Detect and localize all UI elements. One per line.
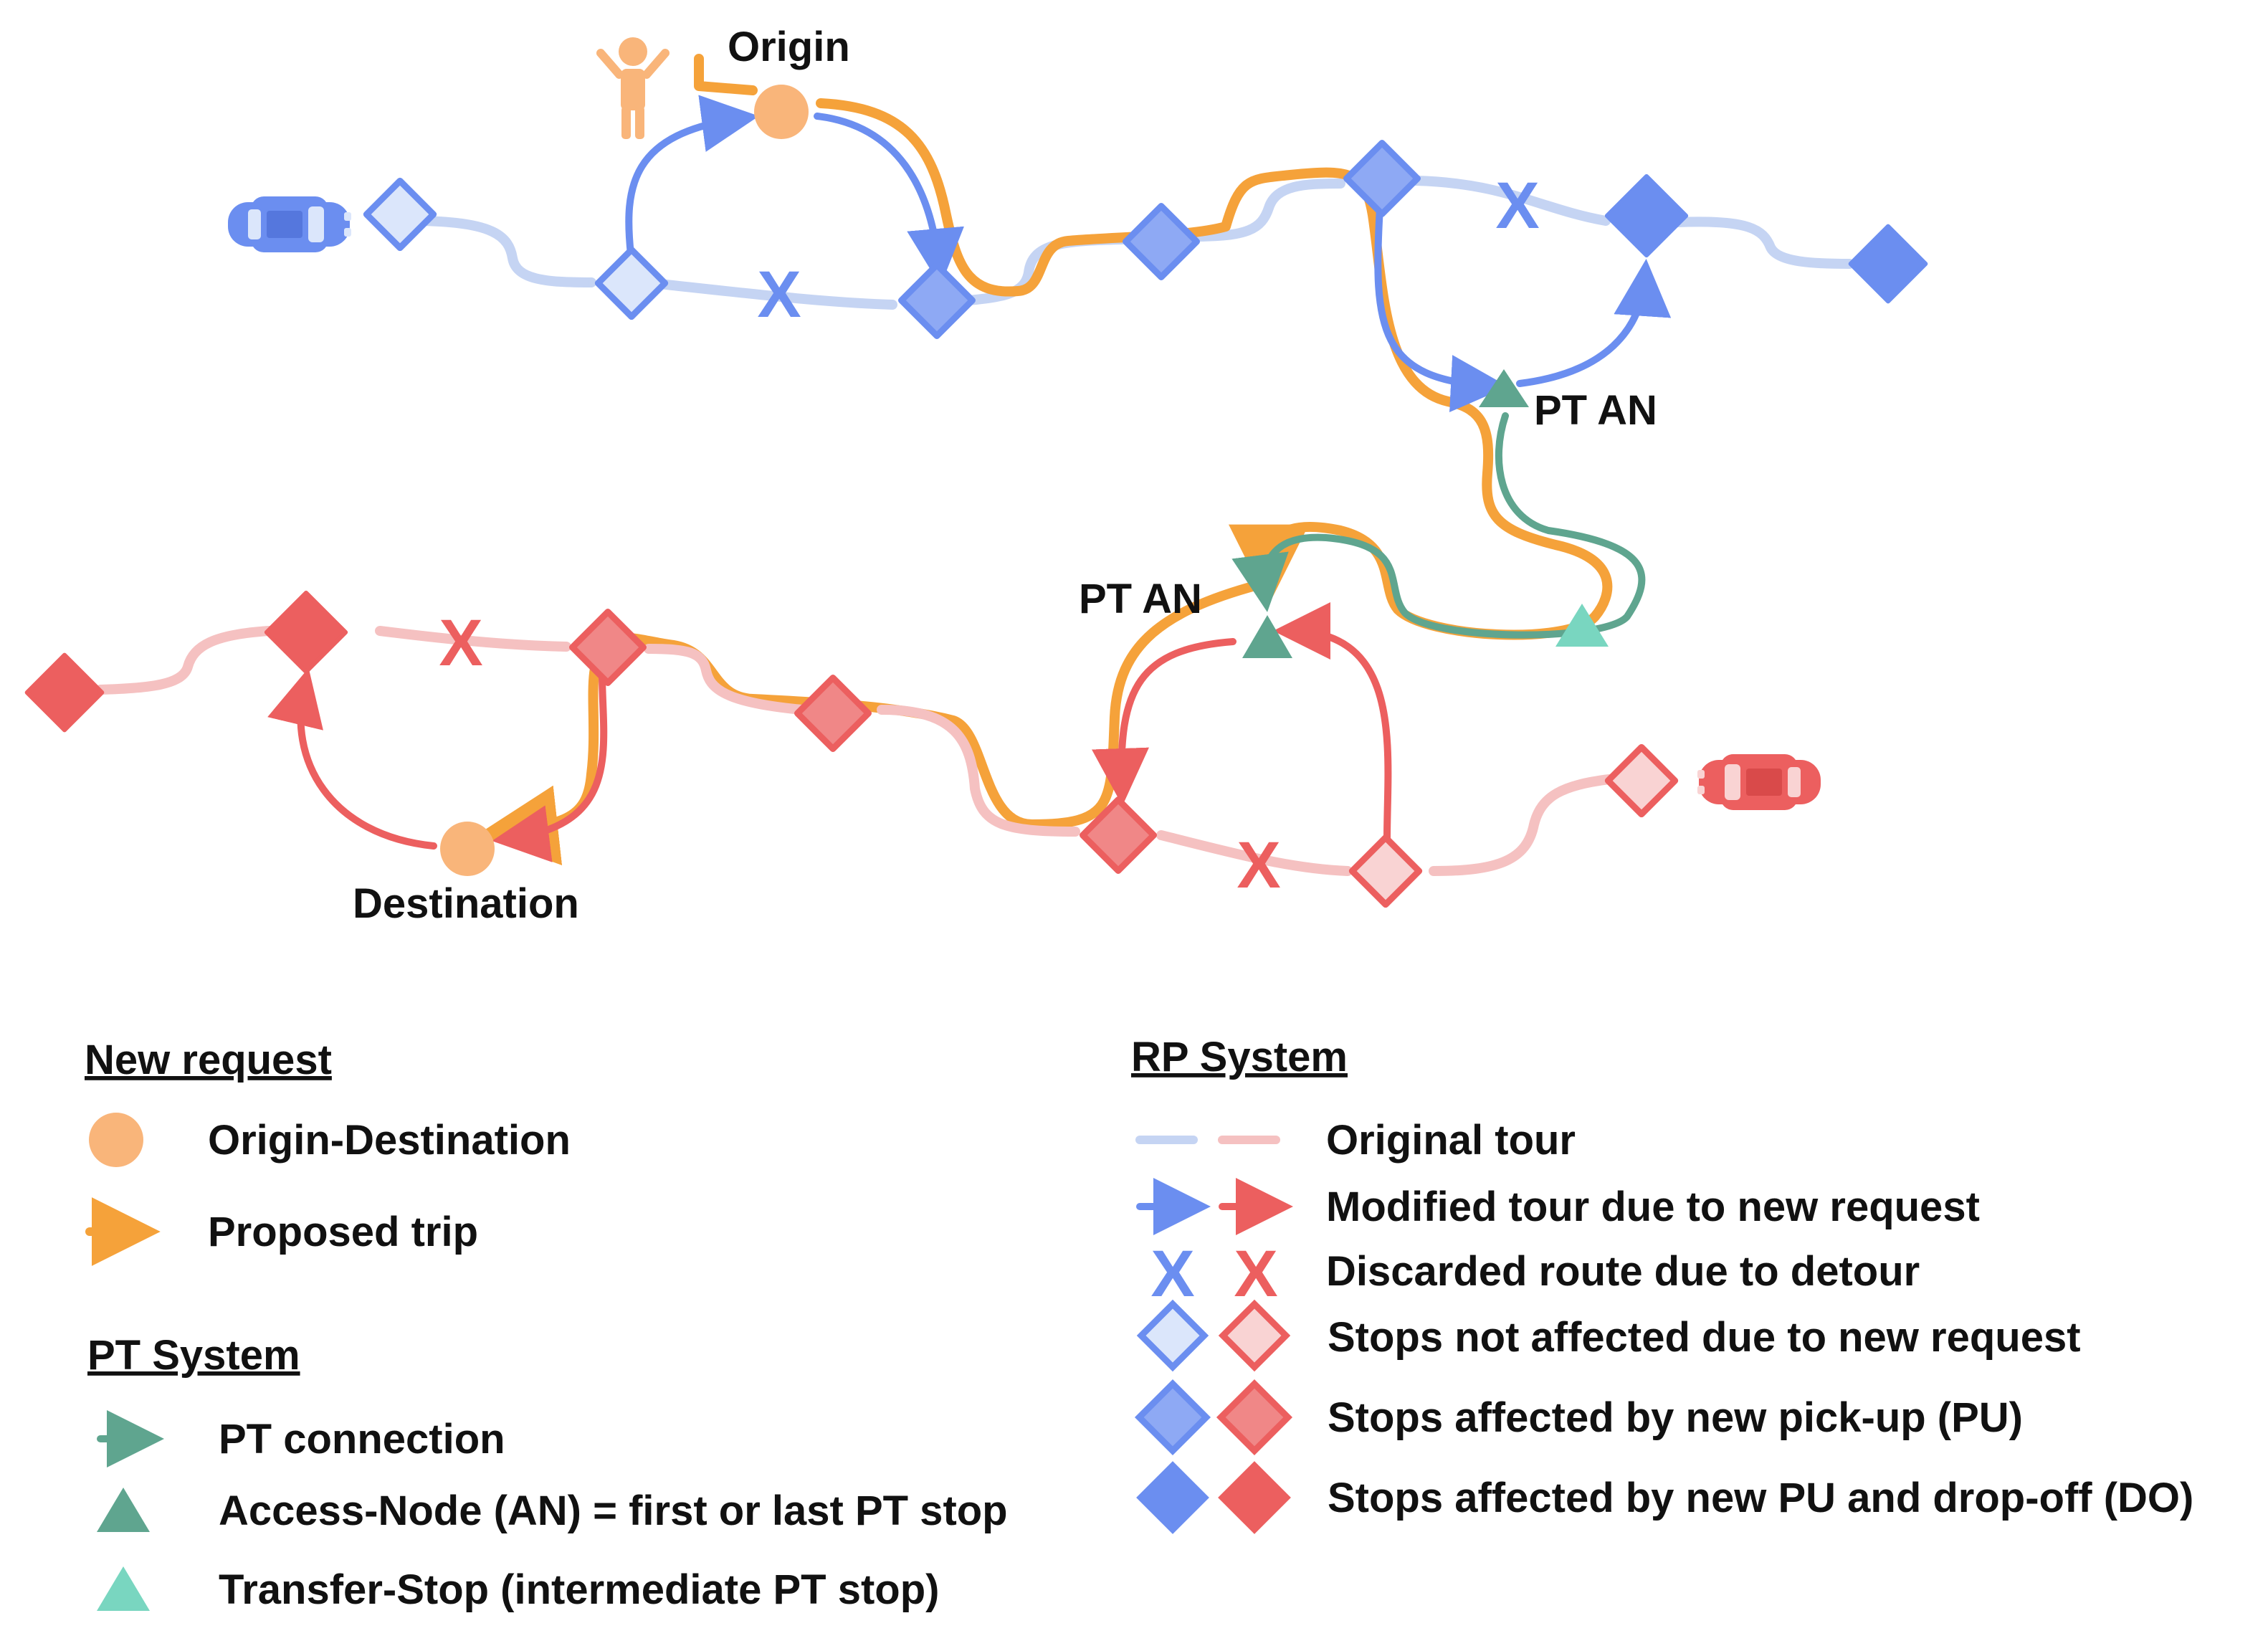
discard-mark-red: X <box>439 606 482 680</box>
proposed-trip <box>477 54 1613 865</box>
pt-an-label-top: PT AN <box>1534 387 1657 434</box>
stop-not-affected <box>363 177 437 252</box>
origin-node <box>754 85 809 139</box>
blue-modified-segment <box>814 113 964 286</box>
legend-stop-affected-pu-red <box>1216 1379 1293 1456</box>
legend-discard-mark-blue: X <box>1150 1237 1194 1310</box>
red-stops <box>24 590 1679 908</box>
legend-heading-pt-system: PT System <box>87 1332 300 1379</box>
stop-not-affected <box>1604 743 1679 818</box>
red-original-segment <box>877 705 1080 837</box>
red-original-segment <box>375 626 571 652</box>
legend-stop-affected-pu-do-red <box>1218 1461 1291 1534</box>
discard-mark-blue: X <box>757 258 801 331</box>
blue-original-tour <box>407 176 1854 310</box>
access-node-top <box>1479 369 1529 407</box>
legend-stop-affected-pu-do-label: Stops affected by new PU and drop-off (D… <box>1328 1475 2193 1521</box>
pt-connection <box>1231 412 1646 639</box>
stop-affected-pu <box>1343 140 1421 217</box>
legend-original-tour-label: Original tour <box>1326 1117 1576 1164</box>
stop-not-affected <box>594 246 669 320</box>
stop-affected-pu <box>794 675 872 752</box>
stop-affected-pu <box>569 609 647 686</box>
red-modified-segment <box>267 667 437 850</box>
legend-rp-system: RP System Original tour Modified tour du… <box>1131 1034 2193 1534</box>
discard-mark-red: X <box>1237 829 1280 902</box>
legend-stop-affected-pu-label: Stops affected by new pick-up (PU) <box>1328 1394 2023 1441</box>
red-modified-tour <box>267 602 1392 862</box>
legend-origin-destination-label: Origin-Destination <box>208 1117 571 1164</box>
stop-affected-pu <box>1123 203 1200 280</box>
destination-node <box>440 822 495 876</box>
discard-marks: X X X X <box>439 169 1539 902</box>
legend-origin-destination-symbol <box>89 1113 143 1167</box>
blue-original-segment <box>1672 217 1854 269</box>
red-original-segment <box>644 644 808 715</box>
legend-proposed-trip-label: Proposed trip <box>208 1209 478 1255</box>
legend-stop-affected-pu-blue <box>1134 1379 1211 1456</box>
legend-transfer-stop-label: Transfer-Stop (intermediate PT stop) <box>219 1566 939 1613</box>
legend-stop-not-affected-blue <box>1136 1299 1209 1372</box>
red-original-segment <box>1156 830 1353 876</box>
stop-affected-pu-do <box>1848 224 1928 304</box>
pt-connection-segment <box>1231 412 1646 639</box>
blue-original-segment <box>1411 176 1611 226</box>
blue-original-segment <box>1188 179 1345 242</box>
stop-affected-pu <box>898 262 976 339</box>
legend-pt-connection-label: PT connection <box>219 1416 505 1462</box>
legend-stop-affected-pu-do-blue <box>1136 1461 1209 1534</box>
blue-stops <box>363 140 1928 339</box>
pt-stops <box>1242 369 1609 658</box>
legend-discarded-route-label: Discarded route due to detour <box>1326 1248 1920 1295</box>
access-node-bottom <box>1242 615 1292 658</box>
proposed-trip-segment <box>816 98 1613 640</box>
blue-modified-segment <box>1516 259 1672 387</box>
od-nodes <box>440 85 809 876</box>
stop-affected-pu-do <box>1604 173 1689 258</box>
proposed-trip-stub <box>694 54 758 95</box>
legend-access-node-label: Access-Node (AN) = first or last PT stop <box>219 1488 1008 1534</box>
legend-modified-tour-label: Modified tour due to new request <box>1326 1184 1980 1230</box>
pt-an-label-bottom: PT AN <box>1079 576 1202 622</box>
legend-transfer-stop-symbol <box>97 1566 150 1611</box>
red-modified-segment <box>492 670 608 862</box>
car-icon <box>228 196 351 252</box>
legend-stop-not-affected-label: Stops not affected due to new request <box>1328 1314 2081 1361</box>
legend-discard-mark-red: X <box>1234 1237 1277 1310</box>
stop-affected-pu <box>1080 796 1157 874</box>
map-labels: Origin PT AN PT AN Destination <box>353 24 1657 927</box>
destination-label: Destination <box>353 880 579 927</box>
red-original-segment <box>1429 774 1614 876</box>
red-original-segment <box>95 626 274 695</box>
blue-modified-segment <box>1374 204 1508 413</box>
discard-mark-blue: X <box>1495 169 1539 242</box>
blue-modified-segment <box>625 95 759 258</box>
red-modified-segment <box>1273 602 1392 842</box>
red-modified-segment <box>1092 638 1237 806</box>
origin-label: Origin <box>728 24 850 70</box>
stop-affected-pu-do <box>264 590 348 675</box>
stop-affected-pu-do <box>24 652 105 733</box>
legend-pt-system: PT System PT connection Access-Node (AN)… <box>87 1332 1008 1613</box>
blue-modified-tour <box>625 95 1672 413</box>
transfer-stop <box>1555 604 1609 647</box>
legend-heading-rp-system: RP System <box>1131 1034 1348 1080</box>
car-icon <box>1697 754 1821 810</box>
legend-new-request: New request Origin-Destination Proposed … <box>85 1037 571 1266</box>
blue-original-segment <box>407 216 596 287</box>
stop-not-affected <box>1348 834 1423 908</box>
legend-heading-new-request: New request <box>85 1037 332 1083</box>
legend-stop-not-affected-red <box>1218 1299 1291 1372</box>
red-original-tour <box>95 626 1614 876</box>
person-icon <box>596 37 670 139</box>
blue-original-segment <box>654 279 897 310</box>
legend-access-node-symbol <box>97 1488 150 1532</box>
